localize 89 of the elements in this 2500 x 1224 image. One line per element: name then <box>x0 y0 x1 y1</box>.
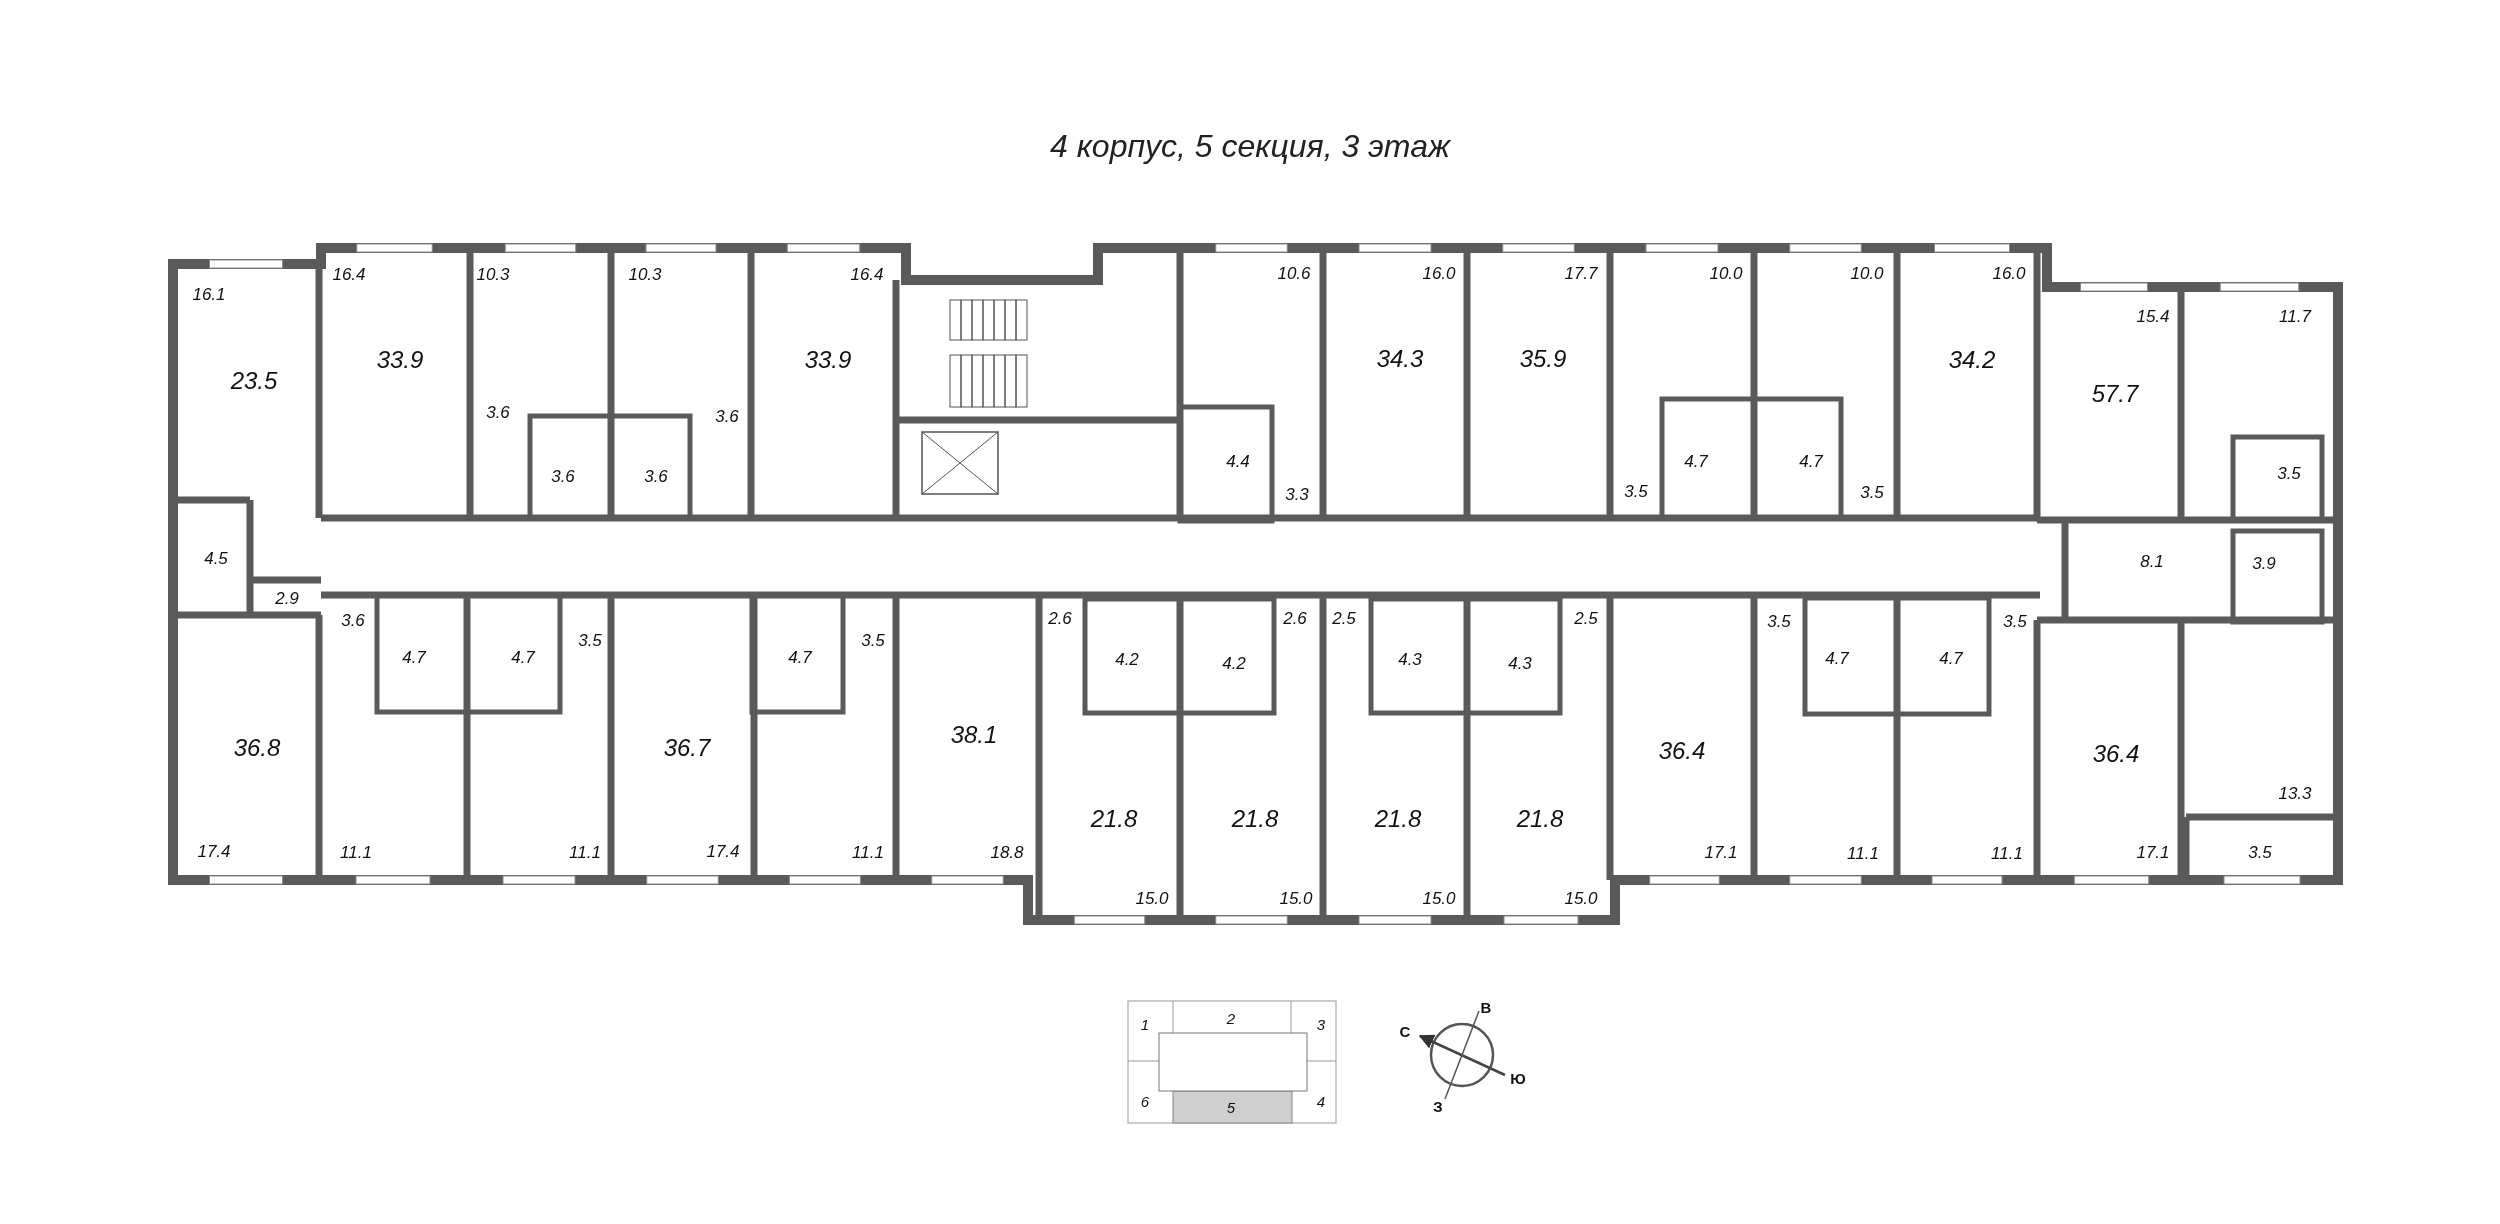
apartment-area-label: 33.9 <box>376 348 424 372</box>
apartment-area-label: 36.4 <box>2092 742 2140 766</box>
room-area-label: 10.0 <box>1850 264 1884 282</box>
room-area-label: 3.5 <box>2003 612 2027 630</box>
room-area-label: 17.1 <box>2136 843 2170 861</box>
room-area-label: 4.7 <box>1684 452 1708 470</box>
room-area-label: 3.6 <box>551 467 575 485</box>
room-area-label: 11.1 <box>1991 844 2023 862</box>
room-area-label: 2.6 <box>1048 609 1072 627</box>
apartment-area-label: 38.1 <box>950 723 998 747</box>
room-area-label: 16.4 <box>332 265 366 283</box>
room-area-label: 3.6 <box>486 403 510 421</box>
apartment-area-label: 57.7 <box>2091 382 2139 406</box>
apartment-area-label: 21.8 <box>1516 807 1564 831</box>
room-area-label: 10.3 <box>476 265 510 283</box>
room-area-label: 15.0 <box>1422 889 1456 907</box>
room-area-label: 16.4 <box>850 265 884 283</box>
room-area-label: 4.4 <box>1226 452 1250 470</box>
room-area-label: 3.5 <box>1767 612 1791 630</box>
room-area-label: 3.5 <box>2277 464 2301 482</box>
room-area-label: 15.0 <box>1279 889 1313 907</box>
room-area-label: 10.6 <box>1277 264 1311 282</box>
apartment-area-label: 23.5 <box>230 369 278 393</box>
room-area-label: 11.7 <box>2279 307 2311 325</box>
compass-direction-label: В <box>1480 999 1492 1015</box>
section-number: 2 <box>1226 1010 1236 1026</box>
apartment-area-label: 34.2 <box>1948 348 1996 372</box>
room-area-label: 2.9 <box>275 589 299 607</box>
room-area-label: 3.5 <box>1624 482 1648 500</box>
plan-subtitle: 4 корпус, 5 секция, 3 этаж <box>1049 128 1452 165</box>
room-area-label: 4.7 <box>1939 649 1963 667</box>
room-area-label: 16.1 <box>192 285 226 303</box>
apartment-area-label: 36.7 <box>663 736 711 760</box>
section-number: 5 <box>1226 1099 1236 1115</box>
room-area-label: 4.3 <box>1398 650 1422 668</box>
apartment-area-label: 36.8 <box>233 736 281 760</box>
room-area-label: 13.3 <box>2278 784 2312 802</box>
room-area-label: 2.5 <box>1332 609 1356 627</box>
room-area-label: 2.5 <box>1574 609 1598 627</box>
room-area-label: 16.0 <box>1992 264 2026 282</box>
room-area-label: 4.3 <box>1508 654 1532 672</box>
section-number: 1 <box>1140 1016 1150 1032</box>
room-area-label: 3.6 <box>715 407 739 425</box>
room-area-label: 3.5 <box>2248 843 2272 861</box>
room-area-label: 4.2 <box>1222 654 1246 672</box>
room-area-label: 3.3 <box>1285 485 1309 503</box>
room-area-label: 4.7 <box>402 648 426 666</box>
room-area-label: 3.5 <box>861 631 885 649</box>
section-number: 3 <box>1316 1016 1326 1032</box>
section-number: 6 <box>1140 1093 1150 1109</box>
room-area-label: 17.7 <box>1564 264 1598 282</box>
room-area-label: 15.4 <box>2136 307 2170 325</box>
room-area-label: 4.5 <box>204 549 228 567</box>
room-area-label: 4.7 <box>1825 649 1849 667</box>
room-area-label: 4.7 <box>1799 452 1823 470</box>
room-area-label: 2.6 <box>1283 609 1307 627</box>
room-area-label: 4.7 <box>511 648 535 666</box>
room-area-label: 3.5 <box>1860 483 1884 501</box>
apartment-area-label: 36.4 <box>1658 739 1706 763</box>
room-area-label: 11.1 <box>1847 844 1879 862</box>
compass-direction-label: З <box>1433 1098 1443 1114</box>
room-area-label: 16.0 <box>1422 264 1456 282</box>
room-area-label: 4.2 <box>1115 650 1139 668</box>
room-area-label: 3.9 <box>2252 554 2276 572</box>
room-area-label: 4.7 <box>788 648 812 666</box>
apartment-area-label: 21.8 <box>1090 807 1138 831</box>
apartment-area-label: 35.9 <box>1519 347 1567 371</box>
room-area-label: 10.0 <box>1709 264 1743 282</box>
room-area-label: 3.6 <box>341 611 365 629</box>
compass-direction-label: Ю <box>1510 1070 1526 1086</box>
room-area-label: 17.4 <box>197 842 231 860</box>
room-area-label: 11.1 <box>852 843 884 861</box>
room-area-label: 3.6 <box>644 467 668 485</box>
room-area-label: 11.1 <box>340 843 372 861</box>
room-area-label: 17.1 <box>1704 843 1738 861</box>
apartment-area-label: 33.9 <box>804 348 852 372</box>
room-area-label: 11.1 <box>569 843 601 861</box>
apartment-area-label: 21.8 <box>1231 807 1279 831</box>
room-area-label: 10.3 <box>628 265 662 283</box>
room-area-label: 15.0 <box>1564 889 1598 907</box>
room-area-label: 8.1 <box>2140 552 2164 570</box>
apartment-area-label: 34.3 <box>1376 347 1424 371</box>
room-area-label: 18.8 <box>990 843 1024 861</box>
compass-direction-label: С <box>1399 1023 1411 1039</box>
apartment-area-label: 21.8 <box>1374 807 1422 831</box>
section-number: 4 <box>1316 1093 1326 1109</box>
room-area-label: 15.0 <box>1135 889 1169 907</box>
room-area-label: 17.4 <box>706 842 740 860</box>
room-area-label: 3.5 <box>578 631 602 649</box>
